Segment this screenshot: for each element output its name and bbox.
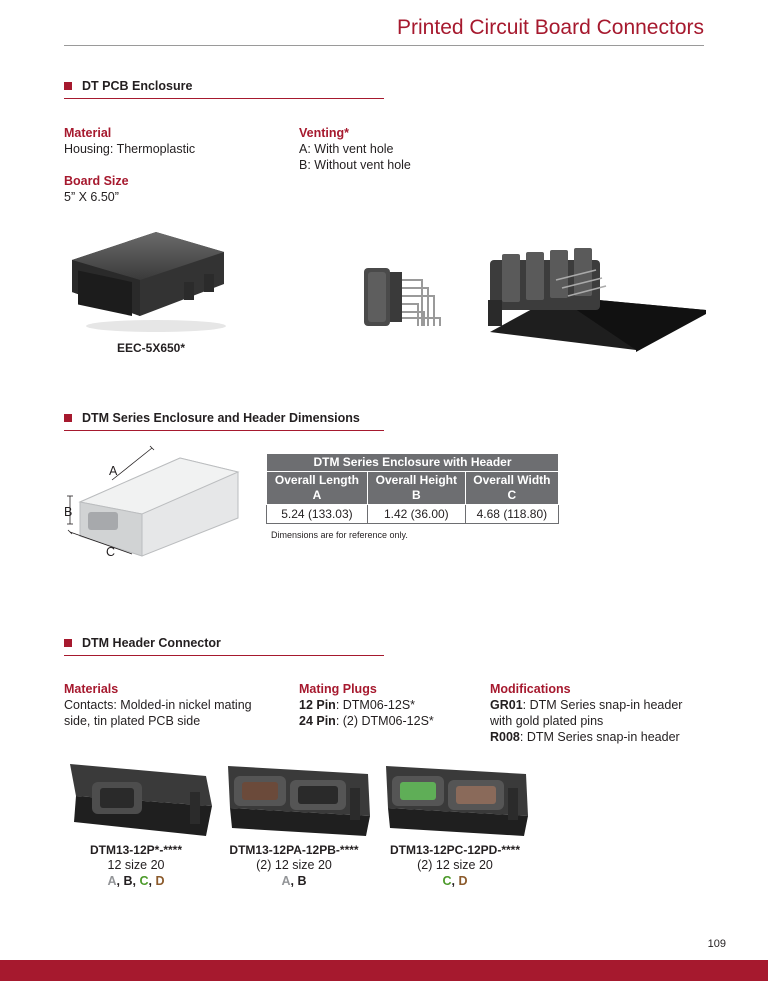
bullet-square-icon <box>64 82 72 90</box>
product-codes: A, B <box>281 874 307 888</box>
material-label: Material <box>64 126 112 140</box>
r008-key: R008 <box>490 730 520 744</box>
section-heading-text: DTM Header Connector <box>82 636 221 650</box>
dimensions-table: DTM Series Enclosure with Header Overall… <box>266 453 560 524</box>
mating-plugs-label: Mating Plugs <box>299 682 377 696</box>
product-codes: A, B, C, D <box>107 874 165 888</box>
product-desc: (2) 12 size 20 <box>417 858 493 872</box>
section-heading-dtm-header: DTM Header Connector <box>64 636 221 650</box>
mating-24pin: 24 Pin: (2) DTM06-12S* <box>299 713 434 729</box>
housing-spec: Housing: Thermoplastic <box>64 141 195 157</box>
dimension-label-c: C <box>106 545 116 559</box>
mating-12pin: 12 Pin: DTM06-12S* <box>299 697 415 713</box>
product-caption-12pc-12pd: DTM13-12PC-12PD-**** (2) 12 size 20 C, D <box>375 843 535 889</box>
materials-label: Materials <box>64 682 119 696</box>
contacts-spec: Contacts: Molded-in nickel mating side, … <box>64 697 252 729</box>
product-part-number: DTM13-12P*-**** <box>89 843 183 857</box>
section-divider <box>64 430 384 431</box>
enclosure-with-board-image <box>488 248 706 352</box>
table-note: Dimensions are for reference only. <box>271 530 408 540</box>
table-title: DTM Series Enclosure with Header <box>266 453 559 472</box>
r008-value: : DTM Series snap-in header <box>519 730 680 744</box>
modifications-label: Modifications <box>490 682 571 696</box>
pin24-value: : (2) DTM06-12S* <box>335 714 434 728</box>
pin12-value: : DTM06-12S* <box>335 698 416 712</box>
product-part-number: DTM13-12PA-12PB-**** <box>229 843 359 857</box>
product-caption-12p: DTM13-12P*-**** 12 size 20 A, B, C, D <box>66 843 206 889</box>
housing-key: Housing <box>64 142 110 156</box>
table-cell-length: 5.24 (133.03) <box>266 504 368 524</box>
product-part-number: DTM13-12PC-12PD-**** <box>389 843 521 857</box>
section-divider <box>64 98 384 99</box>
pin24-key: 24 Pin <box>299 714 336 728</box>
page-number: 109 <box>707 938 726 950</box>
vent-b-spec: B: Without vent hole <box>299 157 411 173</box>
vent-b-value: : Without vent hole <box>307 158 411 172</box>
bullet-square-icon <box>64 414 72 422</box>
section-divider <box>64 655 384 656</box>
title-divider <box>64 45 704 46</box>
product-desc: 12 size 20 <box>107 858 165 872</box>
vent-a-key: A <box>299 142 308 156</box>
product-codes: C, D <box>442 874 468 888</box>
vent-a-value: : With vent hole <box>307 142 394 156</box>
table-cell-width: 4.68 (118.80) <box>464 504 560 524</box>
enclosure-caption: EEC-5X650* <box>116 341 186 355</box>
section-heading-text: DT PCB Enclosure <box>82 79 193 93</box>
vent-b-key: B <box>299 158 308 172</box>
mod-gr01: GR01: DTM Series snap-in header with gol… <box>490 697 682 729</box>
section-heading-dt-pcb: DT PCB Enclosure <box>64 79 192 93</box>
section-heading-text: DTM Series Enclosure and Header Dimensio… <box>82 411 360 425</box>
dimension-label-b: B <box>64 505 73 519</box>
pin12-key: 12 Pin <box>299 698 336 712</box>
gr01-key: GR01 <box>490 698 523 712</box>
product-caption-12pa-12pb: DTM13-12PA-12PB-**** (2) 12 size 20 A, B <box>214 843 374 889</box>
table-cell-height: 1.42 (36.00) <box>366 504 466 524</box>
gr01-line2: with gold plated pins <box>490 714 604 728</box>
board-size-value: 5” X 6.50” <box>64 190 119 204</box>
contacts-key: Contacts <box>64 698 114 712</box>
product-image-12pa-12pb <box>228 766 370 836</box>
venting-label: Venting* <box>299 126 350 140</box>
header-pins-image <box>364 268 441 326</box>
mod-r008: R008: DTM Series snap-in header <box>490 729 680 745</box>
vent-a-spec: A: With vent hole <box>299 141 394 157</box>
contacts-line2: side, tin plated PCB side <box>64 714 201 728</box>
contacts-line1: : Molded-in nickel mating <box>113 698 252 712</box>
section-heading-dtm-dimensions: DTM Series Enclosure and Header Dimensio… <box>64 411 360 425</box>
product-image-12p <box>70 764 212 836</box>
gr01-line1: : DTM Series snap-in header <box>522 698 683 712</box>
dimension-label-a: A <box>109 464 118 478</box>
dimension-diagram <box>67 445 240 557</box>
board-size-label: Board Size <box>64 174 129 188</box>
page-title: Printed Circuit Board Connectors <box>397 16 704 39</box>
product-image-12pc-12pd <box>386 766 528 836</box>
table-row: 5.24 (133.03) 1.42 (36.00) 4.68 (118.80) <box>266 504 560 524</box>
bullet-square-icon <box>64 639 72 647</box>
housing-value: : Thermoplastic <box>109 142 196 156</box>
enclosure-product-image <box>72 232 226 332</box>
product-desc: (2) 12 size 20 <box>256 858 332 872</box>
footer-bar <box>0 960 768 981</box>
